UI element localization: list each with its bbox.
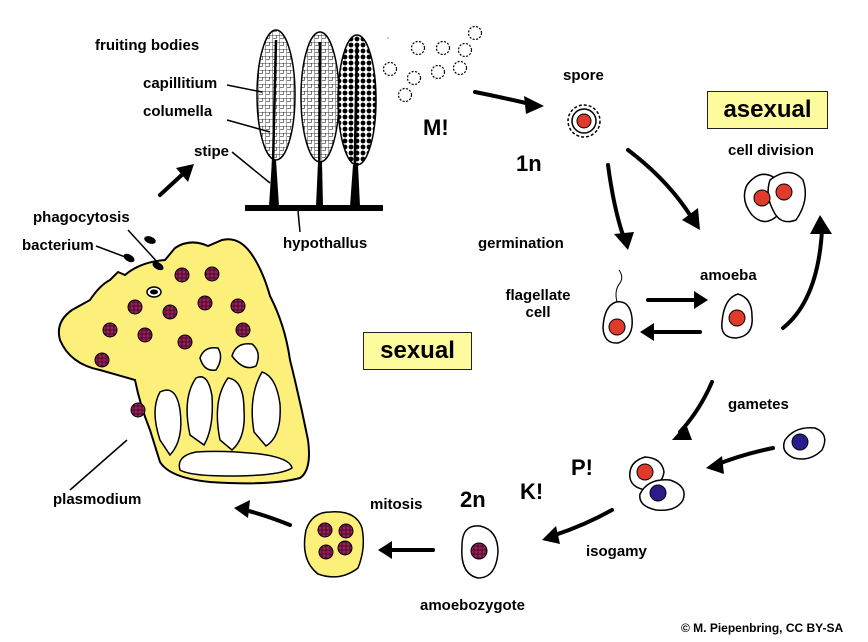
label-plasmodium: plasmodium [53,491,142,508]
label-cell-division: cell division [728,142,814,159]
label-amoeba: amoeba [700,267,757,284]
gamete [782,427,826,460]
label-isogamy: isogamy [586,543,647,560]
label-capillitium: capillitium [143,75,218,92]
label-germination: germination [478,235,564,252]
amoeba [721,293,753,339]
label-mitosis: mitosis [370,496,423,513]
dividing-cells [743,171,807,223]
label-flagellate-line2: cell [525,303,551,321]
fusing-gametes [629,456,685,512]
released-spores [382,25,483,103]
flagellate-cell [602,269,633,344]
arrowheads [176,96,832,559]
label-karyogamy: K! [520,479,544,504]
label-amoebozygote: amoebozygote [420,597,526,614]
label-flagellate-cell: flagellate cell [498,287,578,321]
label-spore: spore [563,67,604,84]
amoebozygote [461,525,499,579]
label-phagocytosis: phagocytosis [33,209,130,226]
young-plasmodium [303,511,365,578]
label-gametes: gametes [728,396,789,413]
plasmodium [57,238,310,485]
label-diploid: 2n [460,487,486,512]
bacteria [123,236,164,271]
sexual-box: sexual [363,332,472,370]
asexual-box: asexual [707,91,828,129]
label-stipe: stipe [194,143,230,160]
label-bacterium: bacterium [22,237,94,254]
label-hypothallus: hypothallus [283,235,368,252]
label-haploid: 1n [516,151,542,176]
label-columella: columella [143,103,213,120]
label-flagellate-line1: flagellate [505,287,571,304]
label-plasmogamy: P! [571,455,593,480]
spore [567,104,601,138]
fruiting-bodies [226,29,383,233]
label-meiosis: M! [423,115,449,140]
credit-text: © M. Piepenbring, CC BY-SA [681,621,844,635]
hypothallus-base [245,205,383,211]
label-fruiting-bodies: fruiting bodies [95,37,200,54]
